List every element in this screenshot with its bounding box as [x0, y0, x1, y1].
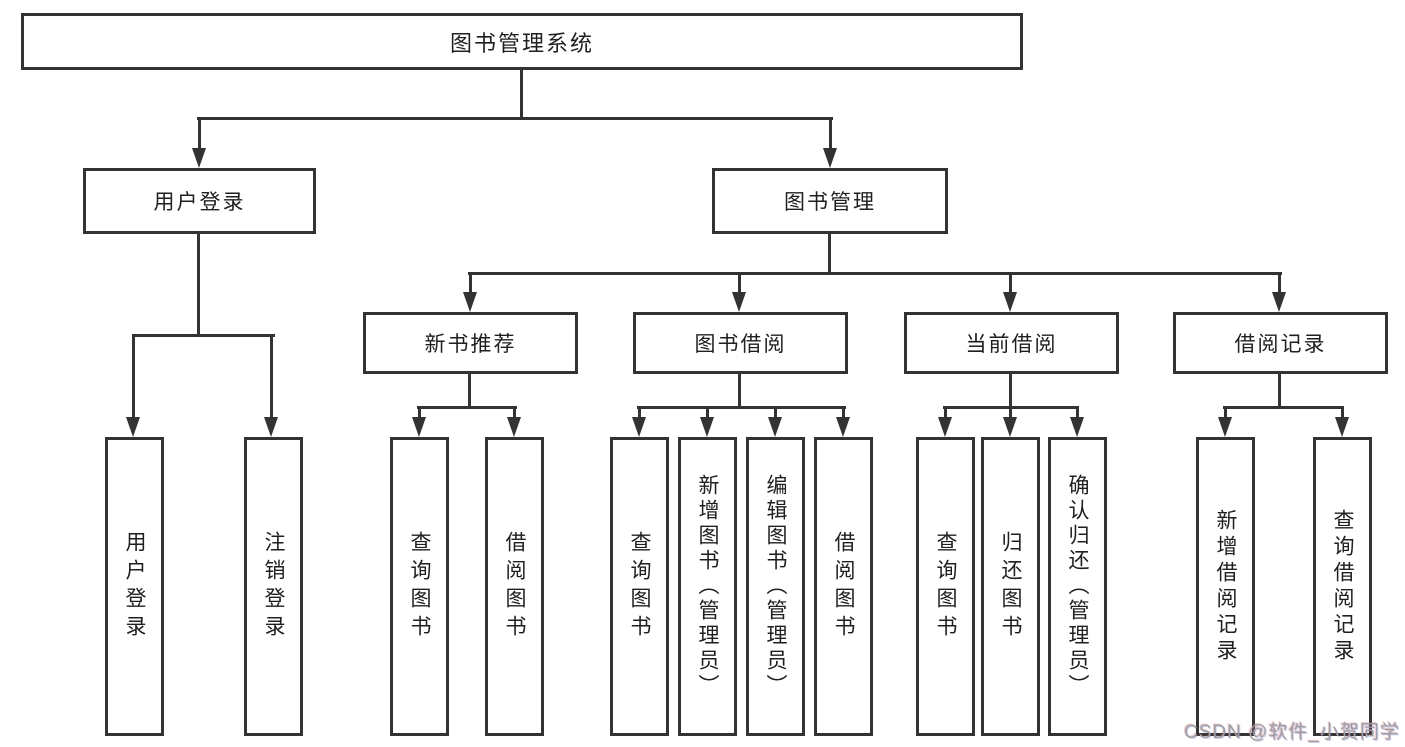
connector-to-bb-query — [638, 406, 641, 419]
arrowhead-book-borrow — [732, 292, 746, 312]
node-user-login: 用户登录 — [83, 168, 316, 234]
arrowhead-br-add — [1218, 417, 1232, 437]
arrowhead-user-login — [192, 148, 206, 168]
arrowhead-nb-borrow — [507, 417, 521, 437]
arrowhead-nb-query — [412, 417, 426, 437]
connector-to-user-login — [198, 117, 201, 150]
connector-to-book-management — [829, 117, 832, 150]
leaf-borrow-edit-book: 编辑图书（管理员） — [746, 437, 805, 736]
connector-to-book-borrow — [738, 272, 741, 294]
arrowhead-current-borrow — [1003, 292, 1017, 312]
leaf-newbook-query-book: 查询图书 — [390, 437, 449, 736]
connector-new-book-stem — [468, 373, 471, 409]
connector-user-login-stem — [197, 232, 200, 337]
connector-to-br-add — [1224, 406, 1227, 419]
connector-book-borrow-stem — [738, 373, 741, 409]
leaf-record-add-record: 新增借阅记录 — [1196, 437, 1255, 736]
arrowhead-br-query — [1335, 417, 1349, 437]
connector-to-cb-confirm — [1076, 406, 1079, 419]
connector-to-cb-query — [944, 406, 947, 419]
leaf-current-return-book: 归还图书 — [981, 437, 1040, 736]
connector-user-login-bar — [132, 334, 275, 337]
connector-book-mgmt-stem — [828, 232, 831, 275]
node-borrow-record: 借阅记录 — [1173, 312, 1388, 374]
connector-current-borrow-stem — [1009, 373, 1012, 409]
arrowhead-new-book — [463, 292, 477, 312]
connector-book-borrow-bar — [637, 406, 846, 409]
arrowhead-bb-borrow — [836, 417, 850, 437]
leaf-current-query-book: 查询图书 — [916, 437, 975, 736]
leaf-borrow-query-book: 查询图书 — [610, 437, 669, 736]
connector-to-nb-query — [418, 406, 421, 419]
leaf-newbook-borrow-book: 借阅图书 — [485, 437, 544, 736]
leaf-borrow-add-book: 新增图书（管理员） — [678, 437, 737, 736]
connector-book-mgmt-bar — [468, 272, 1282, 275]
connector-to-current-borrow — [1009, 272, 1012, 294]
connector-to-new-book — [469, 272, 472, 294]
arrowhead-leaf-logout — [264, 417, 278, 437]
connector-root-bar — [197, 117, 833, 120]
arrowhead-bb-edit — [768, 417, 782, 437]
connector-borrow-record-stem — [1278, 373, 1281, 409]
arrowhead-borrow-record — [1272, 292, 1286, 312]
connector-to-leaf-login — [132, 334, 135, 419]
arrowhead-cb-query — [938, 417, 952, 437]
arrowhead-cb-return — [1003, 417, 1017, 437]
connector-to-leaf-logout — [270, 334, 273, 419]
arrowhead-bb-add — [700, 417, 714, 437]
connector-to-cb-return — [1009, 406, 1012, 419]
arrowhead-leaf-login — [126, 417, 140, 437]
connector-root-stem — [520, 68, 523, 120]
connector-to-borrow-record — [1278, 272, 1281, 294]
leaf-logout: 注销登录 — [244, 437, 303, 736]
connector-to-bb-edit — [774, 406, 777, 419]
node-new-book-recommend: 新书推荐 — [363, 312, 578, 374]
connector-to-br-query — [1341, 406, 1344, 419]
connector-to-bb-borrow — [842, 406, 845, 419]
watermark: CSDN @软件_小贺同学 — [1184, 722, 1400, 743]
connector-to-nb-borrow — [513, 406, 516, 419]
connector-new-book-bar — [417, 406, 517, 409]
leaf-borrow-borrow-book: 借阅图书 — [814, 437, 873, 736]
node-current-borrow: 当前借阅 — [904, 312, 1119, 374]
leaf-record-query-record: 查询借阅记录 — [1313, 437, 1372, 736]
arrowhead-cb-confirm — [1070, 417, 1084, 437]
node-root: 图书管理系统 — [21, 13, 1023, 70]
arrowhead-bb-query — [632, 417, 646, 437]
connector-borrow-record-bar — [1223, 406, 1344, 409]
connector-to-bb-add — [706, 406, 709, 419]
leaf-current-confirm-return: 确认归还（管理员） — [1048, 437, 1107, 736]
node-book-management: 图书管理 — [712, 168, 948, 234]
node-book-borrow: 图书借阅 — [633, 312, 848, 374]
leaf-user-login: 用户登录 — [105, 437, 164, 736]
arrowhead-book-management — [823, 148, 837, 168]
